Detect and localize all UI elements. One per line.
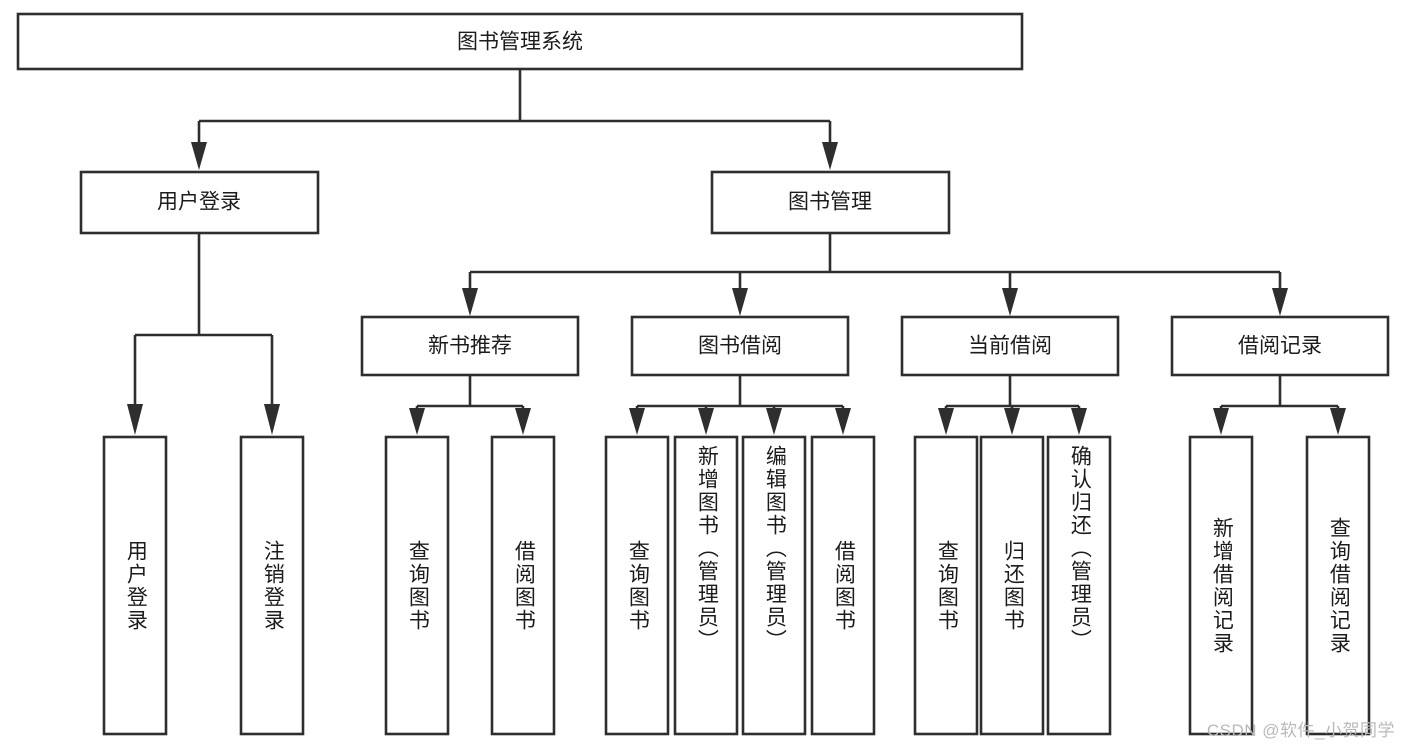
arrow-head-current-borrow	[1002, 288, 1018, 316]
node-root-box[interactable]	[16, 12, 1024, 71]
arrow-head-leaf-add-book	[698, 408, 714, 435]
node-leaf-borrow-book-2-box[interactable]	[810, 435, 876, 736]
arrow-head-book-borrow	[732, 288, 748, 316]
connector-layer	[127, 69, 1346, 435]
arrow-head-new-book-recommend	[462, 288, 478, 316]
arrow-head-leaf-confirm-return	[1071, 408, 1087, 435]
arrow-head-leaf-query-book-2	[629, 408, 645, 435]
node-user-login-label: 用户登录	[157, 191, 241, 214]
csdn-watermark: CSDN @软件_小贺同学	[1206, 721, 1395, 740]
node-root-label: 图书管理系统	[457, 31, 583, 54]
arrow-head-leaf-query-record	[1330, 408, 1346, 435]
node-current-borrow-label: 当前借阅	[968, 335, 1052, 358]
node-leaf-query-book-2-box[interactable]	[604, 435, 670, 736]
arrow-head-borrow-record	[1272, 288, 1288, 316]
node-leaf-add-record-box[interactable]	[1188, 435, 1254, 736]
node-leaf-borrow-book-1-box[interactable]	[490, 435, 556, 736]
arrow-head-user-login	[191, 142, 207, 170]
node-borrow-record-label: 借阅记录	[1238, 335, 1322, 358]
node-leaf-query-book-1-box[interactable]	[384, 435, 450, 736]
arrow-head-leaf-return-book	[1004, 408, 1020, 435]
node-borrow-record-box[interactable]	[1170, 315, 1390, 377]
node-book-management-label: 图书管理	[788, 191, 872, 214]
arrow-head-leaf-user-login	[127, 404, 143, 435]
node-leaf-query-book-3-box[interactable]	[913, 435, 979, 736]
arrow-head-leaf-query-book-1	[409, 408, 425, 435]
arrow-head-leaf-borrow-book-1	[515, 408, 531, 435]
node-leaf-query-record-box[interactable]	[1305, 435, 1371, 736]
arrow-head-leaf-edit-book	[766, 408, 782, 435]
node-layer: 图书管理系统 用户登录 图书管理 新书推荐 图书借阅 当前借阅 借阅记录	[16, 12, 1390, 736]
node-book-borrow-box[interactable]	[630, 315, 850, 377]
arrow-head-leaf-add-record	[1213, 408, 1229, 435]
node-leaf-edit-book-box[interactable]	[741, 435, 807, 736]
arrow-head-leaf-borrow-book-2	[835, 408, 851, 435]
node-book-management-box[interactable]	[710, 170, 951, 235]
arrow-head-leaf-logout-login	[264, 404, 280, 435]
arrow-head-book-management	[822, 142, 838, 170]
node-user-login-box[interactable]	[79, 170, 320, 235]
node-leaf-confirm-return-box[interactable]	[1046, 435, 1112, 736]
node-leaf-add-book-box[interactable]	[673, 435, 739, 736]
node-current-borrow-box[interactable]	[900, 315, 1120, 377]
node-new-book-recommend-label: 新书推荐	[428, 335, 512, 358]
arrow-head-leaf-query-book-3	[938, 408, 954, 435]
node-new-book-recommend-box[interactable]	[360, 315, 580, 377]
node-book-borrow-label: 图书借阅	[698, 335, 782, 358]
node-leaf-user-login-box[interactable]	[102, 435, 168, 736]
node-leaf-logout-login-box[interactable]	[239, 435, 305, 736]
node-leaf-return-book-box[interactable]	[979, 435, 1045, 736]
